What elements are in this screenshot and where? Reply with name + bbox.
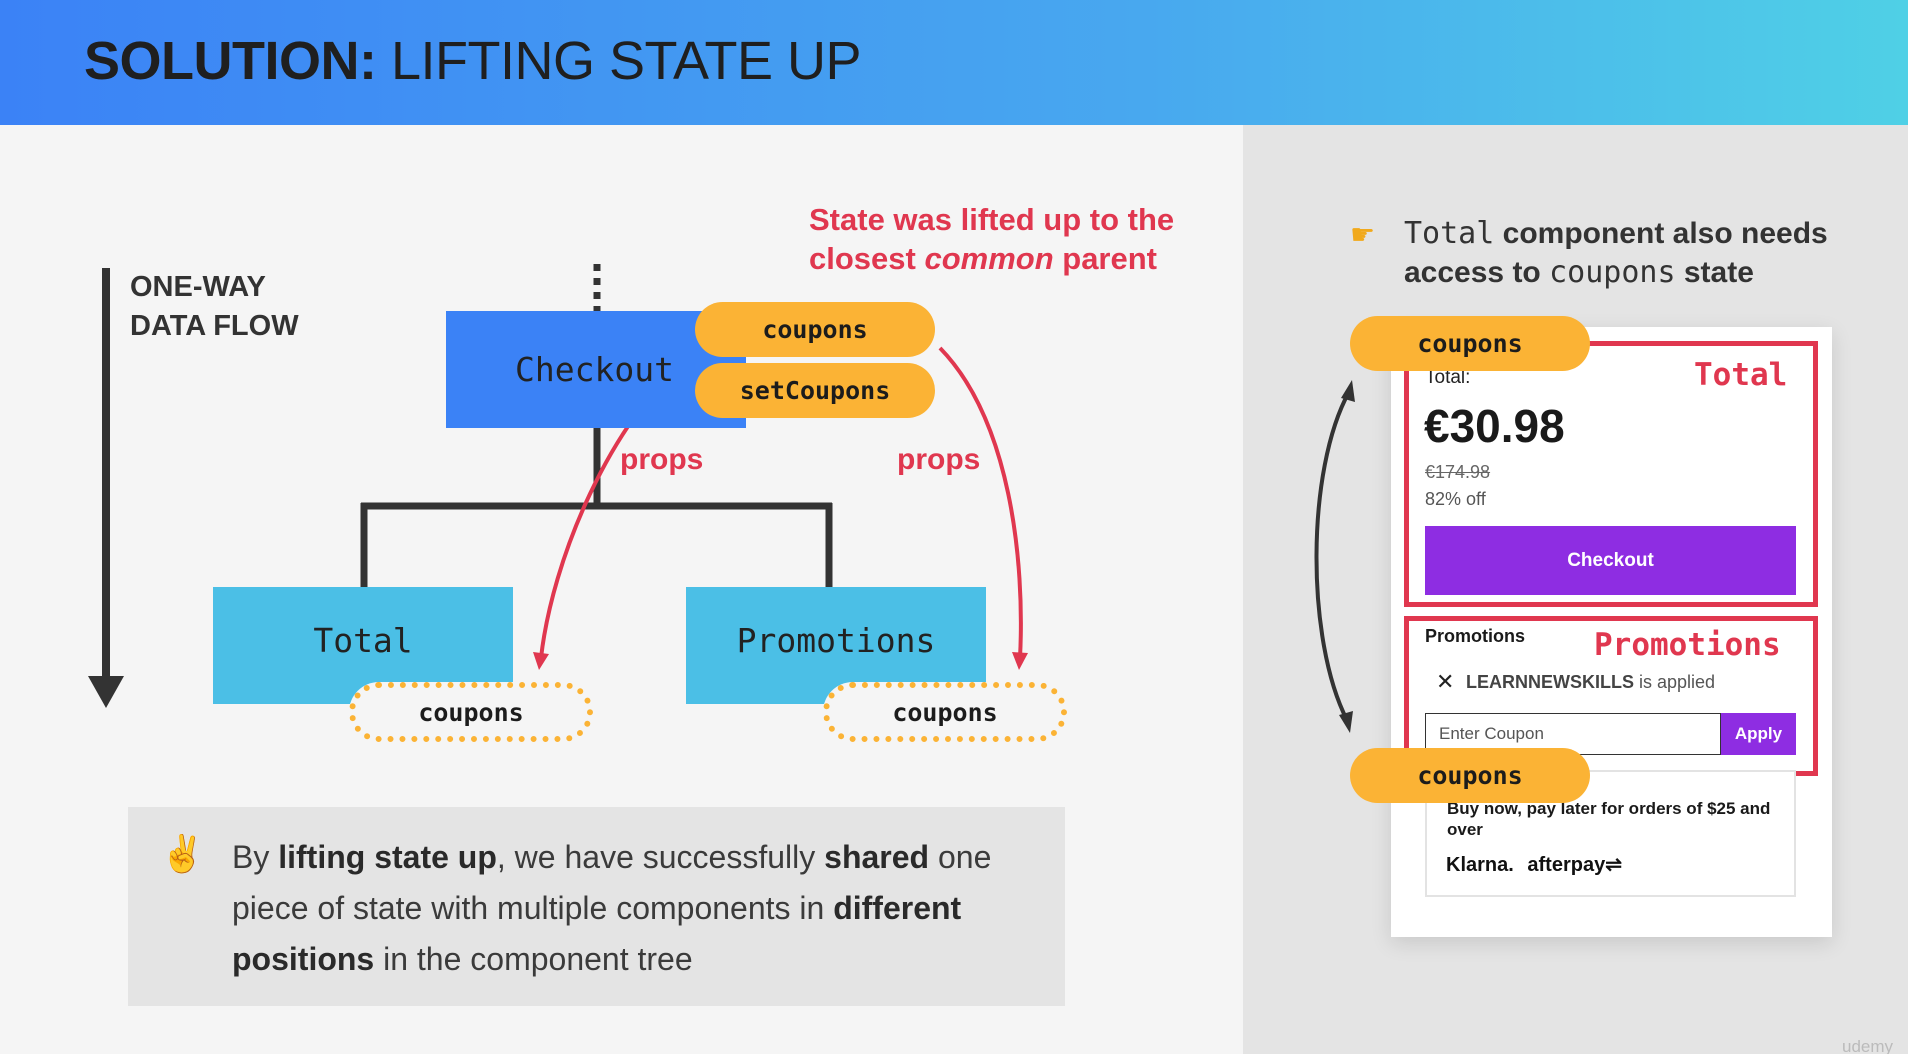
summary-bold: shared [824, 839, 930, 875]
checkout-component-box: Checkout [446, 311, 746, 428]
lifted-note-text: closest [809, 241, 925, 276]
lifted-note-emphasis: common [924, 241, 1054, 276]
coupons-state-pill: coupons [695, 302, 935, 357]
props-arrow-right [938, 346, 1023, 659]
total-component-label: Total [313, 621, 413, 660]
bnpl-text: Buy now, pay later for orders of $25 and… [1447, 799, 1771, 839]
summary-text: By lifting state up, we have successfull… [232, 832, 1052, 985]
afterpay-mark-icon: ⇌ [1605, 854, 1622, 876]
promotions-coupons-prop: coupons [823, 682, 1067, 742]
side-note-code: coupons [1549, 255, 1676, 290]
victory-hand-icon: ✌ [160, 833, 205, 874]
total-coupons-prop: coupons [349, 682, 593, 742]
total-component-tag: Total [1694, 357, 1788, 393]
double-arrow-head-top [1341, 380, 1355, 402]
side-note: Total component also needs access to cou… [1404, 214, 1828, 292]
payment-logos: Klarna. afterpay⇌ [1446, 852, 1622, 877]
setcoupons-pill: setCoupons [695, 363, 935, 418]
lifted-note-text-end: parent [1053, 241, 1157, 276]
side-note-code: Total [1404, 216, 1495, 251]
summary-part: one piece of state with multiple compone… [232, 839, 992, 926]
data-flow-label: ONE-WAY DATA FLOW [130, 268, 299, 346]
props-arrow-left-head [533, 652, 549, 670]
header-bar [0, 0, 1908, 125]
summary-part: in the component tree [374, 941, 693, 977]
side-note-text: access to [1404, 256, 1550, 289]
side-note-text: component also needs [1494, 217, 1828, 250]
slide-title: SOLUTION: LIFTING STATE UP [84, 30, 862, 92]
double-arrow-head-bottom [1339, 711, 1353, 733]
summary-box [128, 807, 1065, 1006]
summary-part: , we have successfully [496, 839, 825, 875]
data-flow-label-line1: ONE-WAY [130, 271, 266, 303]
side-note-text: state [1675, 256, 1754, 289]
double-arrow-curve [1314, 391, 1351, 721]
total-label: Total: [1425, 367, 1471, 388]
title-bold: SOLUTION: [84, 31, 377, 91]
data-flow-label-line2: DATA FLOW [130, 310, 299, 342]
lifted-note-line2: closest common parent [809, 239, 1174, 278]
promotions-component-label: Promotions [736, 621, 936, 660]
discount-label: 82% off [1425, 489, 1486, 509]
checkout-button[interactable]: Checkout [1425, 526, 1796, 595]
afterpay-logo: afterpay⇌ [1527, 854, 1622, 876]
title-rest: LIFTING STATE UP [376, 31, 862, 91]
data-flow-arrowhead [88, 676, 124, 708]
applied-coupon-text: LEARNNEWSKILLS is applied [1466, 672, 1715, 693]
original-price: €174.98 [1425, 462, 1491, 482]
props-label-left: props [620, 443, 704, 476]
applied-coupon-suffix: is applied [1634, 672, 1716, 692]
summary-bold: different positions [232, 890, 962, 977]
total-coupons-pill: coupons [1350, 316, 1590, 371]
promotions-component-tag: Promotions [1594, 627, 1781, 663]
applied-coupon-code: LEARNNEWSKILLS [1466, 672, 1634, 692]
promotions-coupons-pill: coupons [1350, 748, 1590, 803]
lifted-note-line1: State was lifted up to the [809, 202, 1175, 237]
side-note-line2: access to coupons state [1404, 253, 1828, 292]
total-highlight-frame [1404, 341, 1818, 607]
lifted-note: State was lifted up to the closest commo… [809, 200, 1174, 278]
total-price: €30.98 [1424, 400, 1565, 452]
pointing-hand-icon: ☛ [1350, 219, 1376, 250]
props-label-right: props [897, 443, 981, 476]
summary-part: By [232, 839, 279, 875]
props-arrow-right-head [1012, 652, 1028, 670]
klarna-logo: Klarna. [1446, 854, 1514, 876]
promotions-component-box: Promotions [686, 587, 986, 704]
checkout-component-label: Checkout [515, 350, 674, 389]
afterpay-logo-text: afterpay [1527, 854, 1606, 876]
watermark: udemy [1842, 1037, 1894, 1054]
remove-coupon-icon[interactable]: ✕ [1436, 669, 1455, 694]
summary-bold: lifting state up [278, 839, 497, 875]
apply-button[interactable]: Apply [1721, 713, 1796, 755]
promotions-label: Promotions [1425, 626, 1526, 646]
side-note-line1: Total component also needs [1404, 214, 1828, 253]
